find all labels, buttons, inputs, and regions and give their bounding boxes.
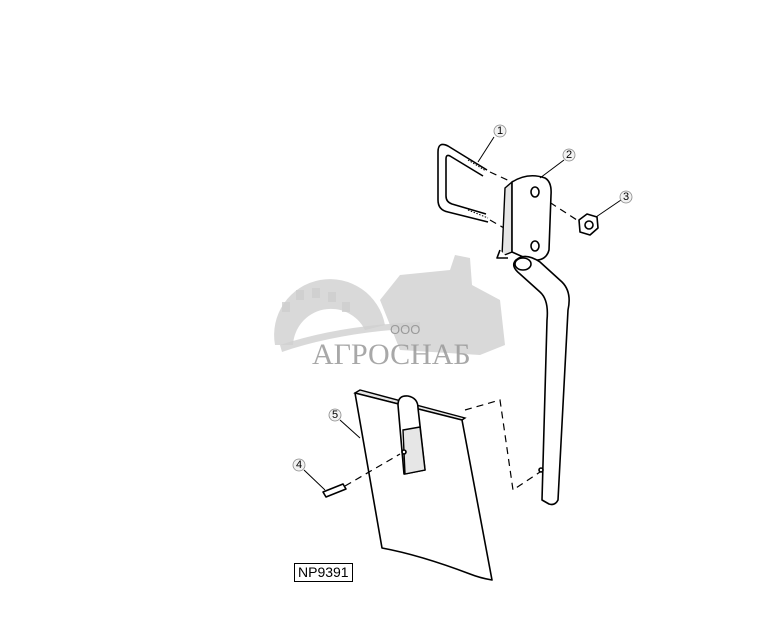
bracket-plate bbox=[496, 174, 552, 262]
watermark-prefix: ООО bbox=[390, 322, 420, 337]
callout-3: 3 bbox=[619, 190, 633, 204]
u-bolt bbox=[437, 143, 489, 223]
deflector-plate bbox=[353, 389, 493, 581]
callout-4: 4 bbox=[292, 458, 306, 472]
callout-2: 2 bbox=[562, 148, 576, 162]
flange-nut bbox=[578, 213, 599, 236]
callout-1: 1 bbox=[493, 124, 507, 138]
callout-5: 5 bbox=[328, 408, 342, 422]
svg-text:3: 3 bbox=[623, 191, 629, 203]
support-rod bbox=[512, 255, 570, 506]
svg-text:2: 2 bbox=[566, 149, 572, 161]
roll-pin bbox=[322, 483, 347, 498]
svg-text:4: 4 bbox=[296, 459, 302, 471]
svg-text:1: 1 bbox=[497, 125, 503, 137]
watermark-name: АГРОСНАБ bbox=[312, 338, 471, 371]
watermark-logo: ООО АГРОСНАБ bbox=[274, 255, 505, 371]
svg-text:5: 5 bbox=[332, 409, 338, 421]
figure-id-label: NP9391 bbox=[294, 563, 353, 582]
